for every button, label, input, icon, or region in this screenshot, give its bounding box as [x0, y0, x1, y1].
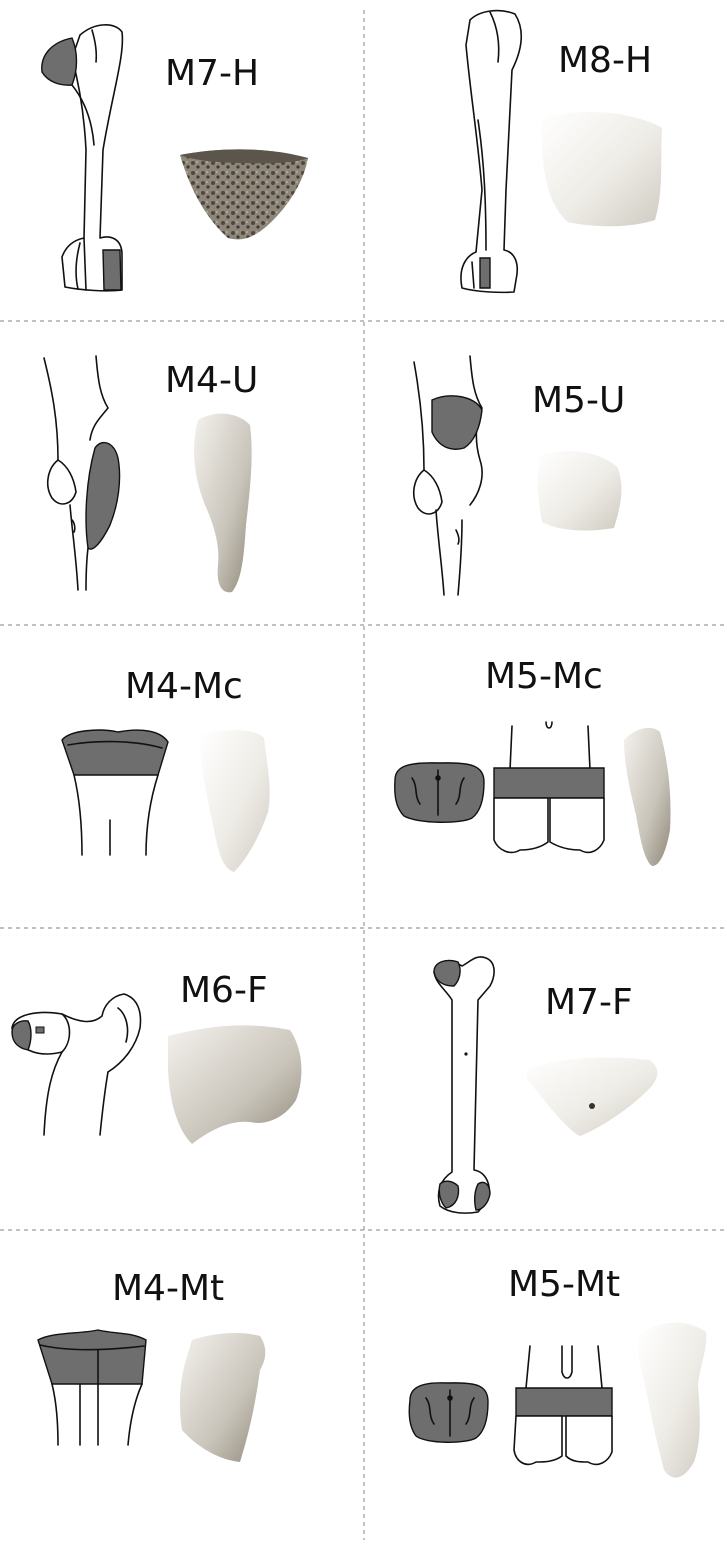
- panel-m8-h: M8-H: [461, 11, 662, 293]
- metacarpal-cross-section: [395, 763, 484, 822]
- panel-m6-f: M6-F: [12, 970, 301, 1144]
- humerus-schematic: [42, 25, 123, 291]
- panel-m4-mt: M4-Mt: [38, 1268, 265, 1462]
- bone-fragment-photo: [624, 728, 671, 866]
- metatarsal-schematic: [514, 1346, 612, 1464]
- panel-label-m5-u: M5-U: [532, 380, 625, 421]
- bone-fragment-photo: [200, 730, 270, 872]
- bone-fragment-photo: [542, 112, 662, 226]
- bone-fragment-photo: [538, 451, 622, 530]
- panel-label-m8-h: M8-H: [558, 40, 652, 81]
- femur-schematic: [12, 994, 140, 1135]
- femur-schematic: [434, 957, 494, 1213]
- metatarsal-schematic: [38, 1330, 146, 1445]
- panel-label-m4-mt: M4-Mt: [112, 1268, 224, 1309]
- panel-m5-mt: M5-Mt: [409, 1264, 706, 1478]
- panel-label-m7-f: M7-F: [545, 982, 633, 1023]
- panel-m4-u: M4-U: [44, 356, 258, 592]
- metacarpal-schematic: [494, 722, 604, 852]
- humerus-schematic: [461, 11, 521, 293]
- bone-fragment-photo: [180, 149, 308, 239]
- metatarsal-cross-section: [409, 1383, 488, 1442]
- panel-label-m4-u: M4-U: [165, 360, 258, 401]
- bone-fragment-photo: [194, 414, 252, 593]
- panel-m7-f: M7-F: [434, 957, 657, 1213]
- panel-m7-h: M7-H: [42, 25, 308, 291]
- panel-label-m5-mt: M5-Mt: [508, 1264, 620, 1305]
- bone-fragment-photo: [168, 1025, 301, 1144]
- panel-m5-mc: M5-Mc: [395, 656, 671, 866]
- panel-label-m6-f: M6-F: [180, 970, 268, 1011]
- ulna-schematic: [44, 356, 120, 590]
- panel-label-m5-mc: M5-Mc: [485, 656, 603, 697]
- ulna-schematic: [414, 356, 482, 595]
- panel-m4-mc: M4-Mc: [62, 666, 270, 872]
- bone-fragment-photo: [180, 1333, 265, 1462]
- panel-label-m4-mc: M4-Mc: [125, 666, 243, 707]
- panel-m5-u: M5-U: [414, 356, 626, 595]
- metacarpal-schematic: [62, 730, 168, 855]
- bone-fragment-photo: [526, 1058, 657, 1136]
- bone-fragment-photo: [638, 1323, 706, 1478]
- panel-label-m7-h: M7-H: [165, 53, 259, 94]
